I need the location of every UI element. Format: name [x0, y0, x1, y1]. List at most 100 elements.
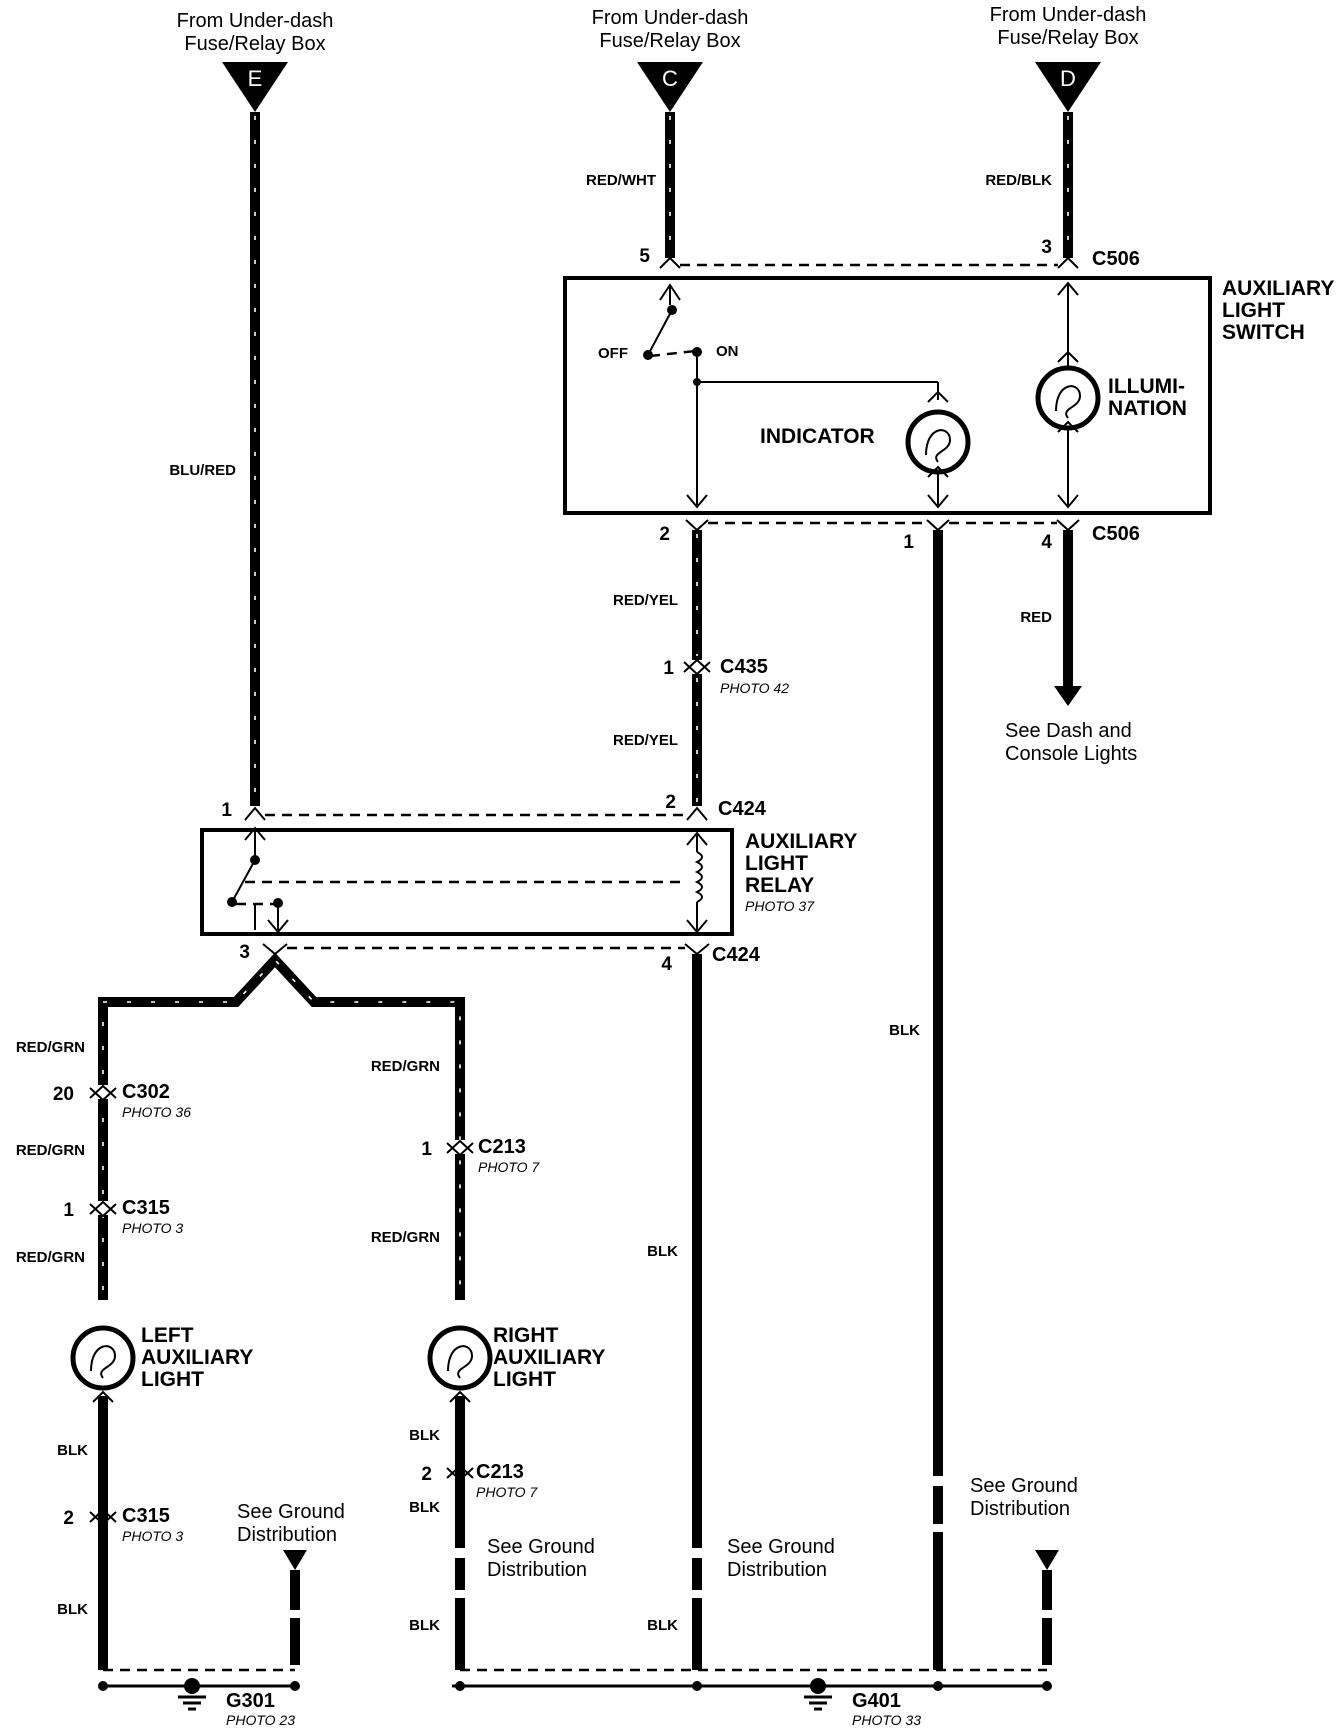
c424-top-connector [244, 806, 708, 821]
wire-label-blk-switch: BLK [889, 1022, 920, 1039]
wire-label-blk-l2: BLK [57, 1601, 88, 1618]
wire-label-blk-relay: BLK [647, 1243, 678, 1260]
c213a-photo: PHOTO 7 [478, 1159, 540, 1175]
pin-c435: 1 [663, 658, 674, 679]
relay-title-1: AUXILIARY [745, 830, 857, 853]
ground-arrow-left-icon [283, 1550, 307, 1570]
source-e: From Under-dash Fuse/Relay Box E [177, 10, 334, 112]
right-light-label-1: RIGHT [493, 1324, 559, 1347]
wire-label-red-grn-l1: RED/GRN [16, 1039, 85, 1056]
wire-label-red-grn-l2: RED/GRN [16, 1142, 85, 1159]
pin-1: 1 [903, 532, 914, 553]
relay-title-3: RELAY [745, 874, 814, 897]
relay-title-2: LIGHT [745, 852, 808, 875]
c315a-connector [89, 1200, 117, 1218]
ground-g401-icon [804, 1678, 832, 1711]
source-d: From Under-dash Fuse/Relay Box D [990, 4, 1147, 112]
wire-label-red-wht: RED/WHT [586, 172, 656, 189]
fuse-box-e-letter: E [248, 66, 263, 91]
c424-top-label: C424 [718, 798, 767, 820]
fuse-box-e-icon [222, 62, 288, 112]
pin-c213b: 2 [421, 1464, 432, 1485]
pin-c424-2: 2 [665, 792, 676, 813]
relay-coil-icon [694, 851, 703, 903]
note-ground-4b: Distribution [970, 1498, 1070, 1520]
fuse-box-c-icon [637, 62, 703, 112]
pin-4: 4 [1041, 532, 1052, 553]
ground-arrow-right-icon [1035, 1550, 1059, 1570]
pin-c302: 20 [53, 1084, 74, 1105]
wire-label-blk-r3: BLK [409, 1617, 440, 1634]
g401-photo: PHOTO 33 [852, 1712, 921, 1728]
pin-c424-4: 4 [661, 954, 672, 975]
c506-bottom-label: C506 [1092, 523, 1140, 545]
wire-label-blk-relay-2: BLK [647, 1617, 678, 1634]
c315a-label: C315 [122, 1197, 170, 1219]
wire-label-red-grn-r2: RED/GRN [371, 1229, 440, 1246]
note-ground-3b: Distribution [727, 1559, 827, 1581]
source-c-line1: From Under-dash [592, 7, 749, 29]
wire-label-red: RED [1020, 609, 1052, 626]
fuse-box-d-icon [1035, 62, 1101, 112]
right-auxiliary-light [427, 1325, 493, 1391]
note-dash-2: Console Lights [1005, 743, 1137, 765]
c506-bottom-connector [685, 519, 1080, 532]
c315b-label: C315 [122, 1505, 170, 1527]
auxiliary-light-relay [200, 826, 734, 936]
indicator-bulb-icon [905, 409, 971, 475]
c435-photo: PHOTO 42 [720, 680, 789, 696]
note-ground-3a: See Ground [727, 1536, 835, 1558]
pin-c424-3: 3 [239, 942, 250, 963]
c435-label: C435 [720, 656, 768, 678]
wire-label-red-grn-l3: RED/GRN [16, 1249, 85, 1266]
note-ground-2a: See Ground [487, 1536, 595, 1558]
note-dash-1: See Dash and [1005, 720, 1132, 742]
wire-label-blk-r2: BLK [409, 1499, 440, 1516]
c315a-photo: PHOTO 3 [122, 1220, 183, 1236]
right-light-bulb-icon [427, 1325, 493, 1391]
source-d-line1: From Under-dash [990, 4, 1147, 26]
c315b-photo: PHOTO 3 [122, 1528, 183, 1544]
left-light-label-1: LEFT [141, 1324, 194, 1347]
c302-label: C302 [122, 1081, 170, 1103]
wire-blk-left [89, 1390, 117, 1670]
ground-stub-right [1035, 1550, 1059, 1665]
note-ground-1a: See Ground [237, 1501, 345, 1523]
pin-c315b: 2 [63, 1508, 74, 1529]
fuse-box-c-letter: C [662, 66, 678, 91]
c302-connector [89, 1084, 117, 1102]
c435-connector [683, 658, 711, 676]
ground-bus-g401 [452, 1668, 1052, 1711]
arrow-down-icon [1054, 686, 1082, 706]
source-d-line2: Fuse/Relay Box [997, 27, 1138, 49]
switch-title-3: SWITCH [1222, 321, 1305, 344]
source-e-line1: From Under-dash [177, 10, 334, 32]
ground-stub-left [283, 1550, 307, 1665]
illumination-bulb-icon [1035, 365, 1101, 431]
wire-label-blk-l1: BLK [57, 1442, 88, 1459]
c506-top-connector [659, 256, 1079, 269]
pin-3: 3 [1041, 237, 1052, 258]
right-light-label-2: AUXILIARY [493, 1346, 605, 1369]
left-light-label-2: AUXILIARY [141, 1346, 253, 1369]
switch-title-1: AUXILIARY [1222, 277, 1334, 300]
pin-c213a: 1 [421, 1139, 432, 1160]
source-c: From Under-dash Fuse/Relay Box C [592, 7, 749, 112]
switch-off-label: OFF [598, 345, 628, 362]
indicator-label: INDICATOR [760, 425, 875, 448]
wire-blk-right [446, 1390, 474, 1670]
c213b-photo: PHOTO 7 [476, 1484, 538, 1500]
right-light-label-3: LIGHT [493, 1368, 556, 1391]
g301-label: G301 [226, 1690, 275, 1712]
ground-g301-icon [178, 1678, 206, 1711]
pin-c315a: 1 [63, 1200, 74, 1221]
note-ground-1b: Distribution [237, 1524, 337, 1546]
note-ground-2b: Distribution [487, 1559, 587, 1581]
relay-photo: PHOTO 37 [745, 898, 815, 914]
c302-photo: PHOTO 36 [122, 1104, 191, 1120]
note-ground-4a: See Ground [970, 1475, 1078, 1497]
wire-red-grn-split [98, 952, 465, 1300]
switch-on-label: ON [716, 343, 739, 360]
left-auxiliary-light [70, 1325, 136, 1391]
left-light-label-3: LIGHT [141, 1368, 204, 1391]
